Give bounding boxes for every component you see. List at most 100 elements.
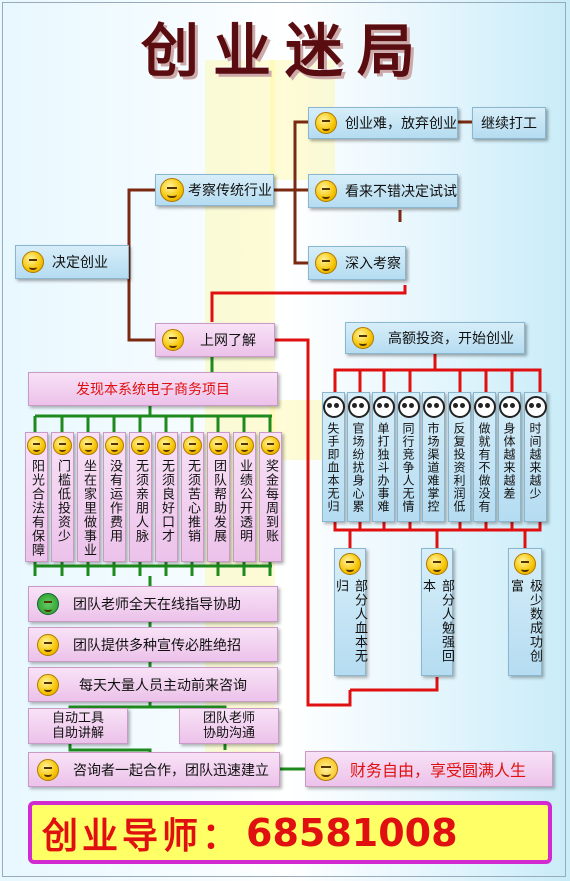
problem-label: 时间越来越少 (528, 422, 542, 500)
benefit-label: 无须苦心推销 (185, 459, 200, 543)
mentor-icon (37, 593, 59, 615)
praying-face-icon (37, 758, 59, 781)
outcome-label: 部分人血本无归 (333, 579, 367, 663)
smile-face-icon (209, 436, 228, 455)
quit-option-node: 创业难，放弃创业 (308, 107, 458, 139)
outcome-node: 部分人勉强回本 (420, 548, 454, 676)
tool-label: 团队老师协助沟通 (202, 711, 255, 741)
benefit-label: 阳光合法有保障 (29, 459, 44, 557)
smile-face-icon (37, 673, 59, 696)
start-node: 决定创业 (15, 245, 129, 279)
benefit-node: 奖金每周到账 (259, 432, 282, 562)
problem-label: 同行竞争人无情 (401, 422, 415, 513)
benefit-label: 团队帮助发展 (211, 459, 226, 543)
start-label: 决定创业 (52, 255, 108, 271)
problem-node: 失手即血本无归 (322, 392, 345, 522)
join-label: 咨询者一起合作，团队迅速建立 (73, 762, 269, 779)
result-label: 财务自由，享受圆满人生 (350, 761, 527, 780)
step-node: 团队老师全天在线指导协助 (28, 586, 278, 622)
quit-option-label: 创业难，放弃创业 (345, 116, 457, 132)
problem-node: 市场渠道难掌控 (422, 392, 445, 522)
tool-node: 自动工具自助讲解 (28, 708, 128, 744)
step-label: 团队提供多种宣传必胜绝招 (73, 637, 241, 654)
ecommerce-label: 发现本系统电子商务项目 (76, 382, 230, 398)
smile-face-icon (27, 436, 46, 455)
try-option-node: 看来不错决定试试 (308, 174, 458, 208)
panda-face-icon (448, 396, 471, 418)
problem-label: 失手即血本无归 (326, 422, 340, 513)
problem-label: 做就有不做没有 (477, 422, 491, 513)
benefit-label: 无须亲朋人脉 (133, 459, 148, 543)
angry-face-icon (352, 327, 374, 349)
mentor-banner: 创业导师： 68581008 (28, 801, 552, 864)
mentor-phone: 68581008 (246, 810, 458, 855)
problem-label: 反复投资利润低 (452, 422, 466, 513)
sad-face-icon (426, 553, 448, 575)
join-node: 咨询者一起合作，团队迅速建立 (28, 752, 280, 787)
step-node: 每天大量人员主动前来咨询 (28, 667, 278, 702)
problem-label: 市场渠道难掌控 (426, 422, 440, 513)
outcome-node: 极少数成功创富 (508, 548, 542, 676)
smile-face-icon (261, 436, 280, 455)
problem-label: 单打独斗办事难 (376, 422, 390, 513)
benefit-node: 坐在家里做事业 (77, 432, 100, 562)
ecommerce-node: 发现本系统电子商务项目 (28, 372, 278, 406)
problem-node: 反复投资利润低 (448, 392, 471, 522)
angry-face-icon (315, 180, 337, 202)
problem-node: 同行竞争人无情 (397, 392, 420, 522)
benefit-node: 无须苦心推销 (181, 432, 204, 562)
benefit-label: 没有运作费用 (107, 459, 122, 543)
keep-working-label: 继续打工 (481, 116, 537, 132)
smile-face-icon (79, 436, 98, 455)
panda-face-icon (422, 396, 445, 418)
smile-face-icon (157, 436, 176, 455)
laughing-face-icon (514, 553, 536, 575)
online-node: 上网了解 (155, 323, 275, 357)
panda-face-icon (524, 396, 547, 418)
benefit-node: 业绩公开透明 (233, 432, 256, 562)
outcome-label: 极少数成功创富 (508, 579, 542, 663)
benefit-node: 无须亲朋人脉 (129, 432, 152, 562)
try-option-label: 看来不错决定试试 (345, 184, 457, 200)
invest-node: 高额投资，开始创业 (345, 322, 525, 354)
problem-node: 官场纷扰身心累 (347, 392, 370, 522)
smile-face-icon (183, 436, 202, 455)
benefit-node: 门槛低投资少 (51, 432, 74, 562)
benefit-node: 阳光合法有保障 (25, 432, 48, 562)
outcome-label: 部分人勉强回本 (420, 579, 454, 663)
investigate-node: 深入考察 (308, 246, 406, 280)
problem-label: 官场纷扰身心累 (351, 422, 365, 513)
page-title: 创业迷局 (140, 17, 429, 85)
angry-face-icon (22, 251, 44, 273)
benefit-label: 门槛低投资少 (55, 459, 70, 543)
mentor-label: 创业导师： (42, 815, 243, 857)
benefit-node: 团队帮助发展 (207, 432, 230, 562)
smile-face-icon (339, 553, 361, 575)
step-label: 每天大量人员主动前来咨询 (79, 677, 247, 694)
smile-face-icon (53, 436, 72, 455)
benefit-node: 没有运作费用 (103, 432, 126, 562)
keep-working-node: 继续打工 (472, 107, 546, 139)
step-label: 团队老师全天在线指导协助 (73, 597, 241, 613)
benefit-label: 奖金每周到账 (263, 459, 278, 543)
traditional-node: 考察传统行业 (155, 174, 274, 206)
panda-face-icon (372, 396, 395, 418)
smile-face-icon (235, 436, 254, 455)
result-node: 财务自由，享受圆满人生 (305, 751, 553, 787)
sad-face-icon (315, 112, 337, 134)
thinking-face-icon (160, 178, 184, 202)
sun-icon (314, 757, 338, 781)
problem-node: 身体越来越差 (498, 392, 521, 522)
problem-label: 身体越来越差 (502, 422, 516, 500)
panda-face-icon (498, 396, 521, 418)
problem-node: 做就有不做没有 (473, 392, 496, 522)
smile-face-icon (37, 633, 59, 656)
invest-label: 高额投资，开始创业 (388, 331, 514, 347)
step-node: 团队提供多种宣传必胜绝招 (28, 627, 278, 662)
panda-face-icon (347, 396, 370, 418)
thinking-face-icon (162, 329, 184, 351)
cool-face-icon (315, 252, 337, 274)
investigate-label: 深入考察 (345, 256, 401, 272)
